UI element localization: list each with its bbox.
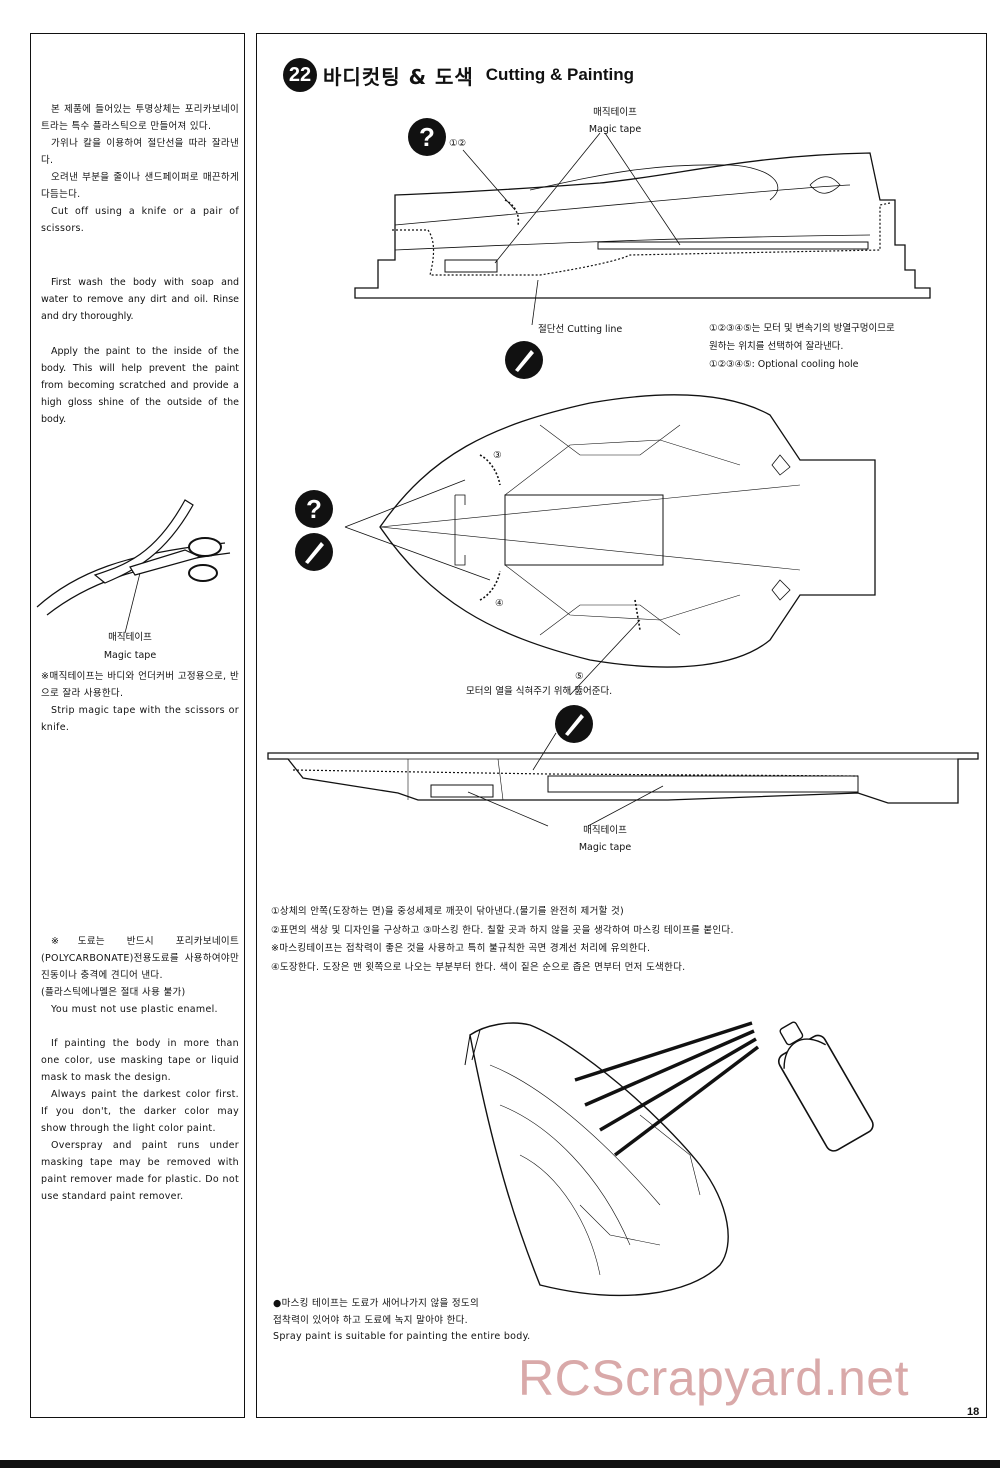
spray-note-3: Spray paint is suitable for painting the… xyxy=(273,1331,531,1342)
sidebar-wash: First wash the body with soap and water … xyxy=(41,274,239,325)
label-holes-12: ①② xyxy=(449,138,467,149)
spray-paint-illustration xyxy=(464,1021,874,1297)
mark-3: ③ xyxy=(493,450,502,461)
tape-note-ko: ※매직테이프는 바디와 언더커버 고정용으로, 반으로 잘라 사용한다. xyxy=(41,671,239,699)
note-4: ④도장한다. 도장은 맨 윗쪽으로 나오는 부분부터 한다. 색이 짙은 순으로… xyxy=(271,961,686,973)
sidebar-en-1: Cut off using a knife or a pair of sciss… xyxy=(41,206,239,234)
scan-edge-bar xyxy=(0,1460,1000,1468)
painting-steps: ①상체의 안쪽(도장하는 면)을 중성세제로 깨끗이 닦아낸다.(물기를 완전히… xyxy=(271,903,734,977)
top-tape-label-ko: 매직테이프 xyxy=(593,107,637,118)
sidebar-apply: Apply the paint to the inside of the bod… xyxy=(41,343,239,428)
tape-note-en: Strip magic tape with the scissors or kn… xyxy=(41,705,239,733)
spray-note-2: 접착력이 있어야 하고 도료에 녹지 말아야 한다. xyxy=(273,1314,468,1326)
question-icon: ? xyxy=(295,490,333,528)
sidebar-intro: 본 제품에 들어있는 투명상체는 포리카보네이트라는 특수 플라스틱으로 만들어… xyxy=(41,101,239,237)
sidebar-ko-2: 가위나 칼을 이용하여 절단선을 따라 잘라낸다. xyxy=(41,138,239,166)
paint-note-en-4: Overspray and paint runs under masking t… xyxy=(41,1140,239,1202)
mark-5: ⑤ xyxy=(575,671,584,682)
question-icon: ? xyxy=(408,118,446,156)
sidebar-tape-label-en: Magic tape xyxy=(103,650,157,661)
paint-note-en-3: Always paint the darkest color first. If… xyxy=(41,1089,239,1134)
body-top-view-diagram xyxy=(344,394,876,696)
body-side-view-diagram xyxy=(354,132,931,326)
cooling-note-ko-2: 원하는 위치를 선택하여 잘라낸다. xyxy=(709,341,844,352)
bottom-tape-label-ko: 매직테이프 xyxy=(583,825,627,836)
hobby-knife-icon xyxy=(555,705,593,743)
sidebar-ko-3: 오려낸 부분을 줄이나 샌드페이퍼로 매끈하게 다듬는다. xyxy=(41,172,239,200)
sidebar-ko-1: 본 제품에 들어있는 투명상체는 포리카보네이트라는 특수 플라스틱으로 만들어… xyxy=(41,104,239,132)
undercover-side-view-diagram xyxy=(267,732,979,827)
paint-note-ko-2: (플라스틱에나멜은 절대 사용 불가) xyxy=(41,987,186,998)
hobby-knife-icon xyxy=(295,533,333,571)
sidebar-tape-note: ※매직테이프는 바디와 언더커버 고정용으로, 반으로 잘라 사용한다. Str… xyxy=(41,668,239,736)
bottom-tape-label-en: Magic tape xyxy=(578,842,632,853)
paint-note-en-2: If painting the body in more than one co… xyxy=(41,1038,239,1083)
spray-note: ●마스킹 테이프는 도료가 새어나가지 않을 정도의 접착력이 있어야 하고 도… xyxy=(273,1296,530,1346)
scissors-tape-illustration xyxy=(36,499,231,634)
motor-cooling-note: 모터의 열을 식혀주기 위해 뚫어준다. xyxy=(466,686,613,697)
main-panel xyxy=(256,33,987,1418)
note-3: ※마스킹테이프는 접착력이 좋은 것을 사용하고 특히 불규칙한 곡면 경계선 … xyxy=(271,943,651,954)
step-title-en: Cutting & Painting xyxy=(485,65,635,84)
step-title-ko: 바디컷팅 & 도색 xyxy=(323,64,474,89)
step-number: 22 xyxy=(283,58,317,92)
watermark: RCScrapyard.net xyxy=(518,1350,909,1406)
cooling-note-en: ①②③④⑤: Optional cooling hole xyxy=(709,359,859,370)
spray-note-1: ●마스킹 테이프는 도료가 새어나가지 않을 정도의 xyxy=(273,1298,479,1309)
page-number: 18 xyxy=(967,1406,980,1418)
cutting-line-label: 절단선 Cutting line xyxy=(538,324,623,335)
sidebar-panel xyxy=(30,33,245,1418)
sidebar-paint-note: ※도료는 반드시 포리카보네이트(POLYCARBONATE)전용도료를 사용하… xyxy=(41,933,239,1205)
hobby-knife-icon xyxy=(505,341,543,379)
note-2: ②표면의 색상 및 디자인을 구상하고 ③마스킹 한다. 칠할 곳과 하지 않을… xyxy=(271,924,734,936)
sidebar-tape-label-ko: 매직테이프 xyxy=(108,632,152,643)
note-1: ①상체의 안쪽(도장하는 면)을 중성세제로 깨끗이 닦아낸다.(물기를 완전히… xyxy=(271,906,625,917)
mark-4: ④ xyxy=(495,598,504,609)
paint-note-ko-1: ※도료는 반드시 포리카보네이트(POLYCARBONATE)전용도료를 사용하… xyxy=(41,936,239,981)
paint-note-en-1: You must not use plastic enamel. xyxy=(51,1004,218,1015)
cooling-note-ko-1: ①②③④⑤는 모터 및 변속기의 방열구멍이므로 xyxy=(709,323,895,334)
step-heading: 22 바디컷팅 & 도색 Cutting & Painting xyxy=(283,58,634,92)
sidebar-en-3: Apply the paint to the inside of the bod… xyxy=(41,346,239,425)
sidebar-en-2: First wash the body with soap and water … xyxy=(41,277,239,322)
top-tape-label-en: Magic tape xyxy=(588,124,642,135)
